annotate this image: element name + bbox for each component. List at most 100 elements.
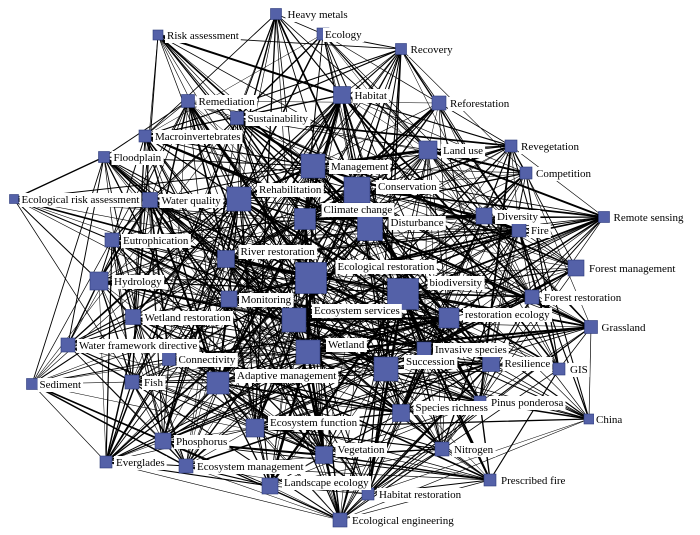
node-label: Climate change xyxy=(324,204,393,216)
label-background xyxy=(463,308,553,322)
node-wetland-restoration xyxy=(125,309,141,325)
node-label: Ecological engineering xyxy=(352,515,454,527)
node-resilience xyxy=(482,354,500,372)
label-background xyxy=(245,112,311,126)
edge xyxy=(67,156,105,346)
node-management xyxy=(300,153,326,179)
node-ecological-risk-assessment xyxy=(9,194,19,204)
edge xyxy=(13,156,105,200)
edge xyxy=(385,368,491,481)
edge xyxy=(275,13,343,96)
node-label: Fire xyxy=(531,225,549,237)
edge xyxy=(518,229,577,269)
node-label: Vegetation xyxy=(338,444,386,456)
edge xyxy=(292,316,451,322)
label-background xyxy=(238,245,318,259)
label-revegetation: Revegetation xyxy=(519,140,582,154)
label-ecological-risk-assessment: Ecological risk assessment xyxy=(19,193,142,207)
edge xyxy=(525,172,560,370)
label-background xyxy=(326,338,367,352)
label-recovery: Recovery xyxy=(408,43,456,57)
edge xyxy=(254,427,443,450)
label-background xyxy=(282,476,372,490)
node-label: Forest restoration xyxy=(544,292,622,304)
node-label: Habitat xyxy=(355,90,387,102)
edge xyxy=(217,382,369,495)
label-ecology: Ecology xyxy=(323,28,365,42)
node-phosphorus xyxy=(154,432,172,450)
label-background xyxy=(235,369,339,383)
edge xyxy=(402,229,520,295)
label-background xyxy=(413,401,490,415)
label-vegetation: Vegetation xyxy=(335,443,387,457)
node-label: Everglades xyxy=(116,457,165,469)
edge xyxy=(131,381,187,467)
edge xyxy=(236,48,402,119)
node-nitrogen xyxy=(434,441,450,457)
edge xyxy=(427,149,485,217)
node-water-framework-directive xyxy=(60,337,76,353)
edge xyxy=(531,296,592,328)
label-background xyxy=(529,224,551,238)
node-prescribed-fire xyxy=(483,473,497,487)
edge xyxy=(67,344,325,456)
edge xyxy=(356,189,485,217)
edge xyxy=(31,317,450,385)
node-recovery xyxy=(395,43,407,55)
node-remediation xyxy=(181,94,195,108)
label-rehabilitation: Rehabilitation xyxy=(257,183,324,197)
label-background xyxy=(196,95,258,109)
node-hydrology xyxy=(89,271,109,291)
node-diversity xyxy=(475,207,493,225)
edge xyxy=(111,239,133,383)
node-invasive-species xyxy=(416,341,432,357)
label-background xyxy=(519,140,582,154)
edge xyxy=(67,199,151,346)
label-restoration-ecology: restoration ecology xyxy=(463,308,553,322)
label-background xyxy=(499,474,568,488)
node-climate-change xyxy=(294,208,316,230)
label-background xyxy=(268,416,360,430)
edge xyxy=(558,326,592,370)
node-label: Sustainability xyxy=(248,113,309,125)
label-risk-assessment: Risk assessment xyxy=(165,29,241,43)
edge xyxy=(339,418,590,521)
label-background xyxy=(611,211,686,225)
node-label: Rehabilitation xyxy=(259,184,322,196)
node-river-restoration xyxy=(217,250,235,268)
label-species-richness: Species richness xyxy=(413,401,490,415)
node-floodplain xyxy=(98,151,110,163)
edge xyxy=(144,135,240,200)
edge xyxy=(438,102,533,298)
label-background xyxy=(542,291,624,305)
node-gis xyxy=(552,362,566,376)
label-water-framework-directive: Water framework directive xyxy=(77,339,200,353)
node-label: China xyxy=(596,414,622,426)
label-background xyxy=(599,321,648,335)
label-background xyxy=(376,180,440,194)
label-adaptive-management: Adaptive management xyxy=(235,369,339,383)
edge xyxy=(322,33,592,328)
node-label: Management xyxy=(331,161,388,173)
edge xyxy=(185,382,219,467)
label-phosphorus: Phosphorus xyxy=(174,435,230,449)
node-label: Macroinvertebrates xyxy=(155,131,241,143)
edge xyxy=(217,351,309,384)
node-landscape-ecology xyxy=(261,477,279,495)
label-background xyxy=(329,160,391,174)
node-label: Remote sensing xyxy=(614,212,684,224)
edge xyxy=(149,199,425,350)
edge xyxy=(185,362,492,467)
node-grassland xyxy=(584,320,598,334)
label-background xyxy=(427,276,485,290)
label-resilience: Resilience xyxy=(502,357,553,371)
edge xyxy=(105,319,295,463)
edge xyxy=(13,198,100,282)
label-conservation: Conservation xyxy=(376,180,440,194)
label-background xyxy=(377,488,464,502)
label-background xyxy=(121,234,191,248)
label-eutrophication: Eutrophication xyxy=(121,234,191,248)
edge xyxy=(67,258,227,346)
label-biodiversity: biodiversity xyxy=(427,276,485,290)
edge xyxy=(132,316,402,414)
